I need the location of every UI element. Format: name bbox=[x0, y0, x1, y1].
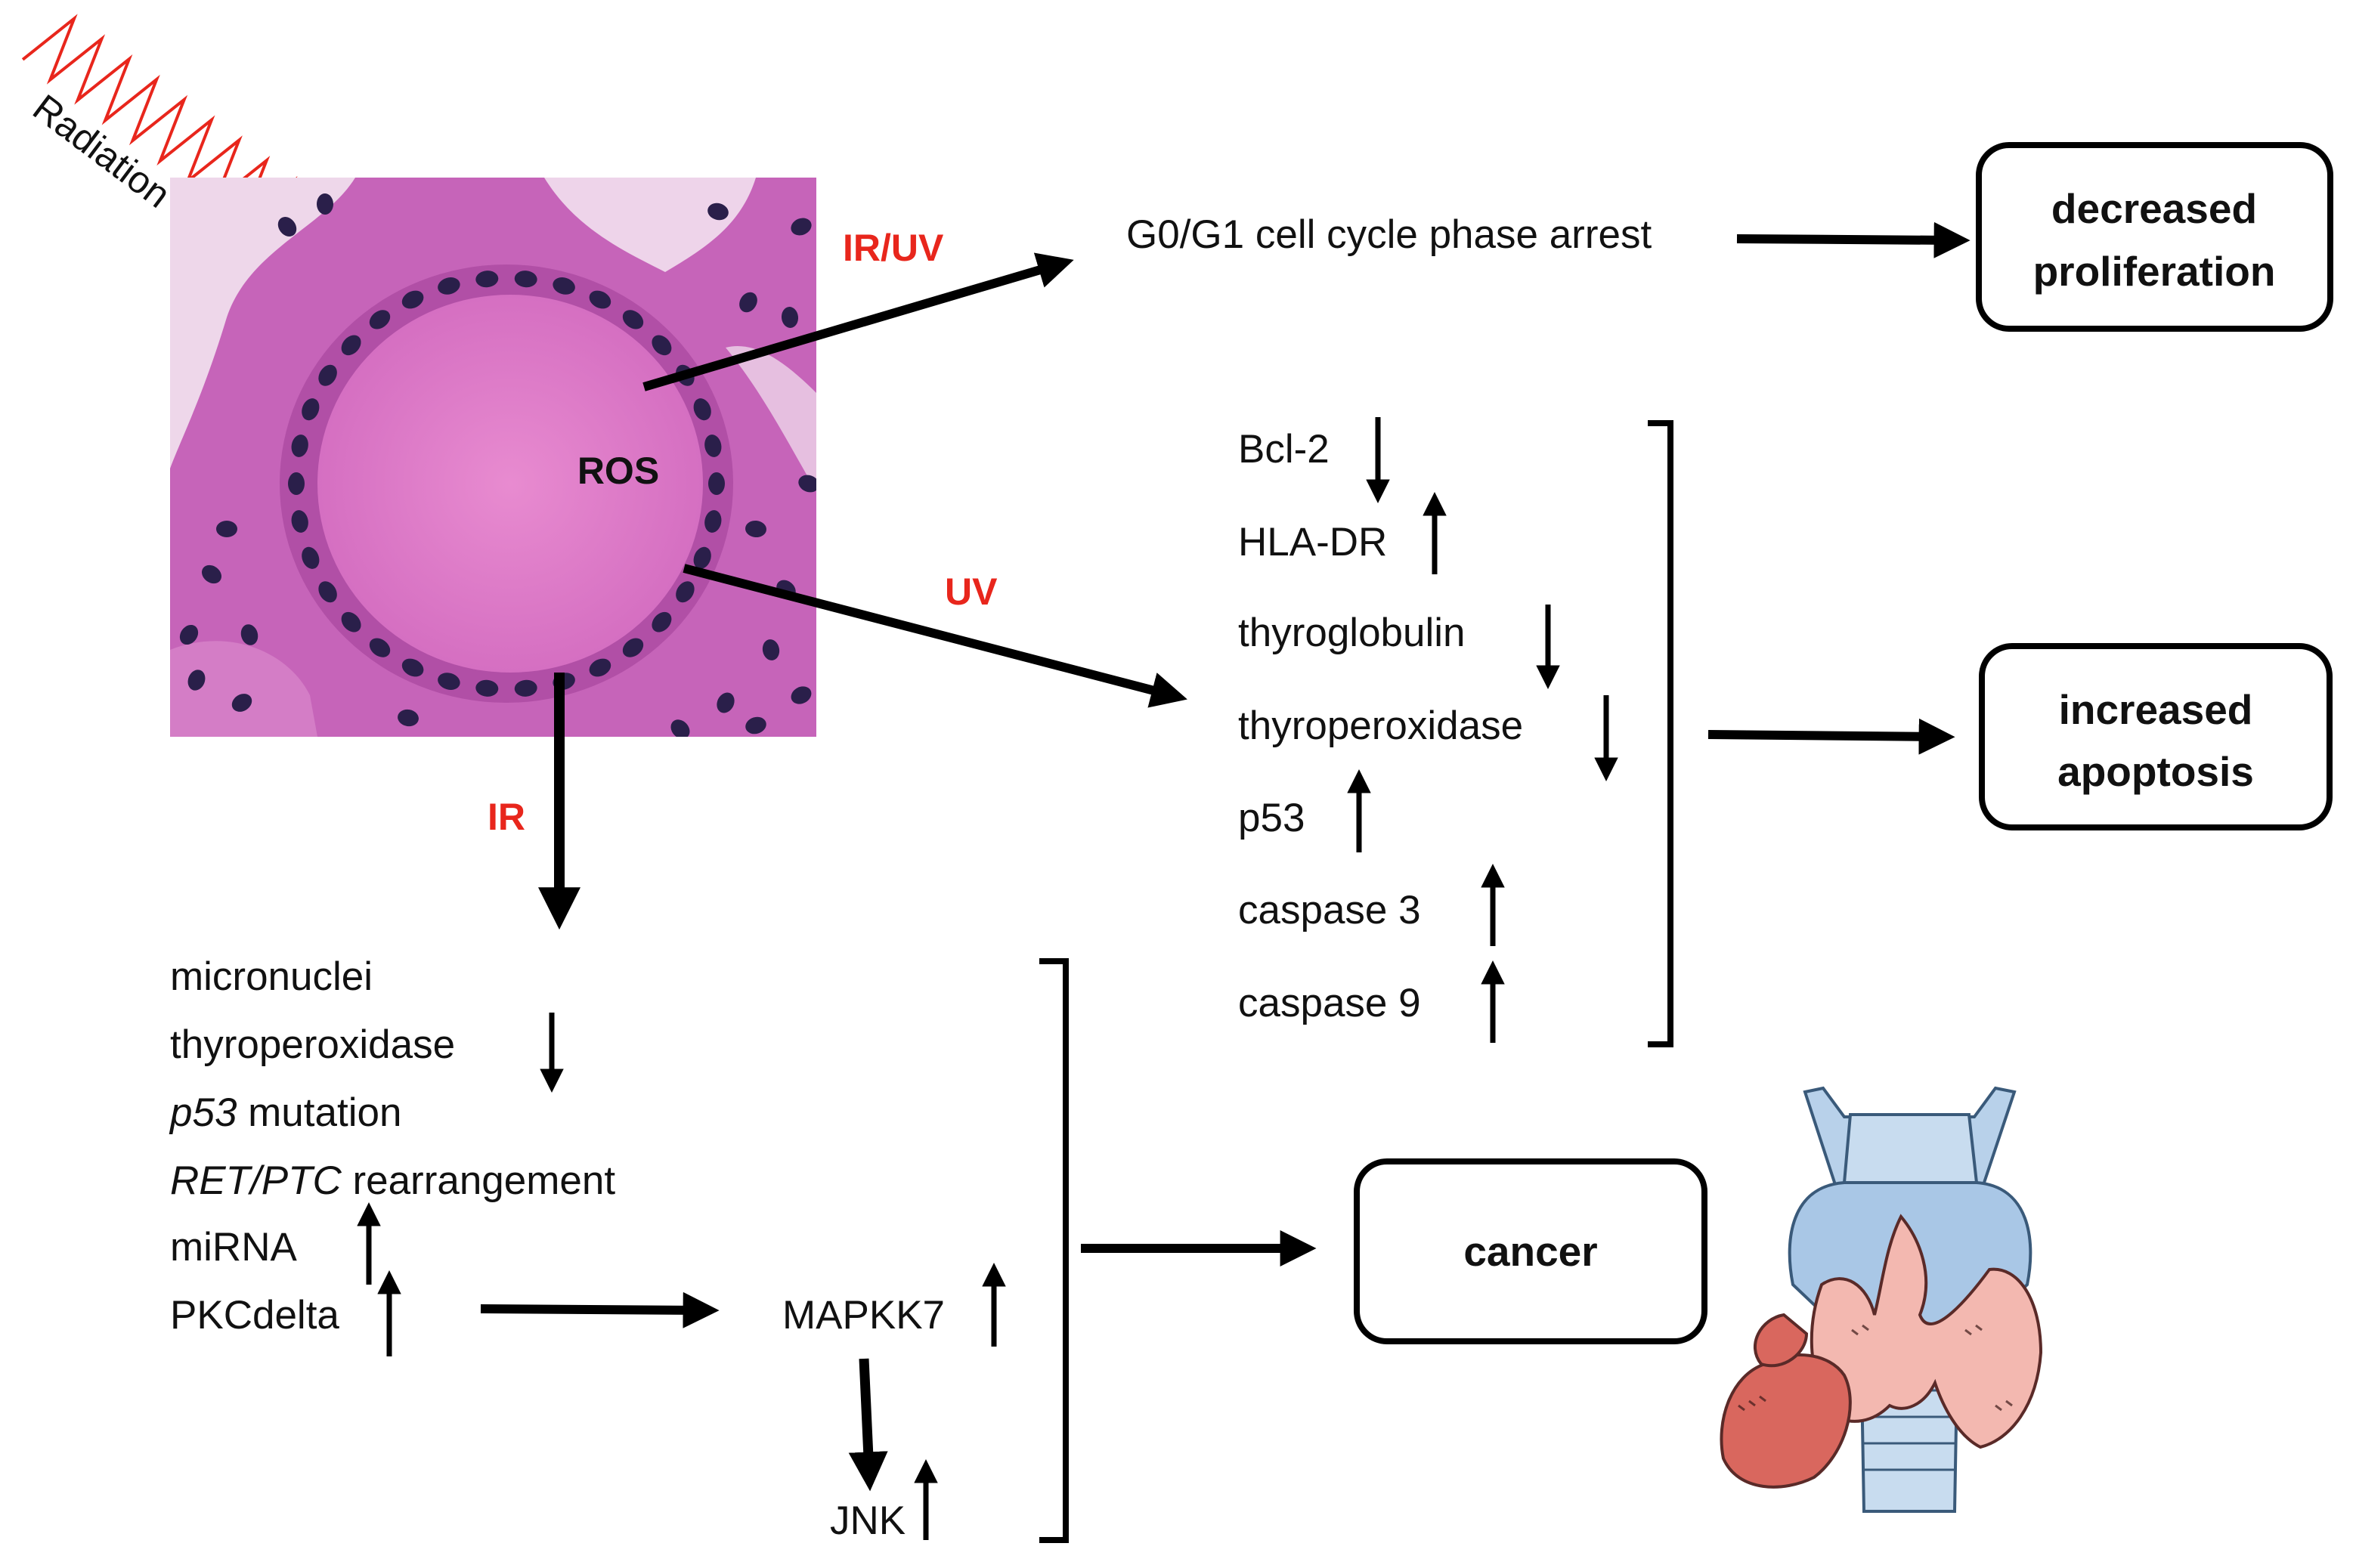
cell-nucleus bbox=[187, 670, 206, 691]
cell-nucleus bbox=[745, 716, 766, 735]
cell-nucleus bbox=[401, 290, 424, 309]
marker-ret-rest: rearrangement bbox=[342, 1158, 616, 1203]
marker-caspase3: caspase 3 bbox=[1238, 888, 1421, 932]
ros-label: ROS bbox=[577, 450, 659, 492]
cell-nucleus bbox=[745, 520, 766, 538]
cell-nucleus bbox=[369, 638, 391, 657]
cell-nucleus bbox=[652, 335, 672, 356]
ir-uv-arrow bbox=[642, 252, 1074, 391]
marker-p53-italic: p53 bbox=[169, 1090, 237, 1135]
cell-nucleus bbox=[781, 307, 799, 328]
cell-nucleus bbox=[622, 638, 644, 657]
marker-thyroglobulin: thyroglobulin bbox=[1238, 611, 1466, 655]
cell-nucleus bbox=[291, 510, 308, 533]
cell-nucleus bbox=[704, 510, 722, 533]
ir-path-label: IR bbox=[488, 796, 525, 838]
radiation-label: Radiation bbox=[25, 86, 178, 216]
increased-apoptosis-line1: increased bbox=[2059, 686, 2253, 733]
cell-nucleus bbox=[798, 475, 816, 493]
ir-marker-list: micronuclei thyroperoxidase p53 mutation… bbox=[169, 954, 615, 1356]
cell-nucleus bbox=[791, 686, 812, 704]
decreased-proliferation-box bbox=[1976, 142, 2333, 332]
marker-thyroperoxidase-uv: thyroperoxidase bbox=[1238, 704, 1523, 748]
marker-p53: p53 bbox=[1238, 796, 1305, 840]
cell-nucleus bbox=[438, 673, 460, 690]
cell-nucleus bbox=[676, 581, 695, 603]
cell-nucleus bbox=[652, 611, 672, 632]
cell-nucleus bbox=[231, 694, 252, 712]
marker-p53-rest: mutation bbox=[237, 1090, 401, 1135]
cell-nucleus bbox=[762, 639, 780, 660]
cell-nucleus bbox=[240, 624, 259, 645]
marker-caspase9: caspase 9 bbox=[1238, 981, 1421, 1025]
cell-nucleus bbox=[302, 398, 320, 421]
cell-nucleus bbox=[708, 472, 725, 495]
marker-jnk: JNK bbox=[830, 1498, 906, 1543]
cell-nucleus bbox=[739, 292, 757, 313]
decreased-proliferation-line1: decreased bbox=[2051, 185, 2257, 232]
cell-nucleus bbox=[693, 398, 711, 421]
cell-nucleus bbox=[589, 290, 611, 309]
cell-nucleus bbox=[202, 564, 221, 584]
marker-p53-mutation: p53 mutation bbox=[169, 1090, 401, 1135]
uv-marker-list: Bcl-2 HLA-DR thyroglobulin thyroperoxida… bbox=[1238, 417, 1618, 1043]
marker-mapkk7: MAPKK7 bbox=[782, 1293, 945, 1338]
cell-nucleus bbox=[288, 472, 305, 495]
cell-nucleus bbox=[216, 521, 237, 537]
uv-path-label: UV bbox=[945, 571, 998, 613]
cell-nucleus bbox=[717, 692, 735, 713]
cell-nucleus bbox=[398, 709, 419, 727]
cell-nucleus bbox=[318, 364, 337, 386]
uv-bracket bbox=[1648, 420, 1673, 1047]
increased-apoptosis-line2: apoptosis bbox=[2057, 748, 2254, 795]
mapkk7-to-jnk-arrow bbox=[848, 1358, 888, 1492]
cell-nucleus bbox=[291, 435, 308, 457]
cell-nucleus bbox=[475, 271, 499, 288]
histology-image bbox=[170, 178, 816, 737]
cell-nucleus bbox=[707, 203, 729, 221]
cell-nucleus bbox=[514, 679, 537, 697]
cell-nucleus bbox=[438, 277, 460, 295]
marker-pkcdelta: PKCdelta bbox=[170, 1293, 339, 1338]
cell-nucleus bbox=[589, 658, 611, 677]
marker-ret-ptc: RET/PTC rearrangement bbox=[170, 1158, 615, 1203]
uv-arrow bbox=[683, 564, 1187, 708]
cell-nucleus bbox=[693, 546, 711, 569]
cell-nucleus bbox=[316, 193, 334, 215]
cell-cycle-arrest-label: G0/G1 cell cycle phase arrest bbox=[1126, 212, 1652, 257]
cell-nucleus bbox=[401, 658, 424, 677]
marker-thyroperoxidase-ir: thyroperoxidase bbox=[170, 1022, 455, 1067]
ir-uv-path-label: IR/UV bbox=[843, 227, 944, 269]
cell-nucleus bbox=[514, 271, 537, 288]
cell-nucleus bbox=[553, 277, 575, 295]
uv-to-apoptosis-arrow bbox=[1707, 718, 1955, 755]
cell-nucleus bbox=[704, 435, 722, 457]
marker-bcl2: Bcl-2 bbox=[1238, 427, 1330, 472]
cell-nucleus bbox=[475, 679, 499, 697]
cell-nucleus bbox=[369, 310, 391, 329]
cell-nucleus bbox=[622, 310, 644, 329]
cancer-box bbox=[1354, 1158, 1707, 1344]
marker-hla-dr: HLA-DR bbox=[1238, 520, 1387, 564]
marker-micronuclei: micronuclei bbox=[170, 954, 373, 999]
arrest-to-proliferation-arrow bbox=[1736, 221, 1971, 258]
cell-nucleus bbox=[277, 217, 297, 237]
marker-ret-italic: RET/PTC bbox=[170, 1158, 342, 1203]
thyroid-gland-icon bbox=[1720, 1086, 2043, 1513]
cell-nucleus bbox=[791, 218, 812, 236]
increased-apoptosis-box bbox=[1979, 643, 2333, 830]
cell-nucleus bbox=[341, 611, 361, 632]
cell-nucleus bbox=[318, 581, 337, 603]
decreased-proliferation-line2: proliferation bbox=[2033, 248, 2276, 295]
ir-bracket bbox=[1039, 958, 1069, 1543]
pkcdelta-to-mapkk7-arrow bbox=[480, 1291, 720, 1328]
cell-nucleus bbox=[302, 546, 320, 569]
cancer-label: cancer bbox=[1463, 1228, 1597, 1275]
cell-nucleus bbox=[670, 719, 690, 737]
cell-nucleus bbox=[179, 624, 199, 645]
cell-nucleus bbox=[341, 335, 361, 356]
marker-mirna: miRNA bbox=[170, 1225, 297, 1270]
